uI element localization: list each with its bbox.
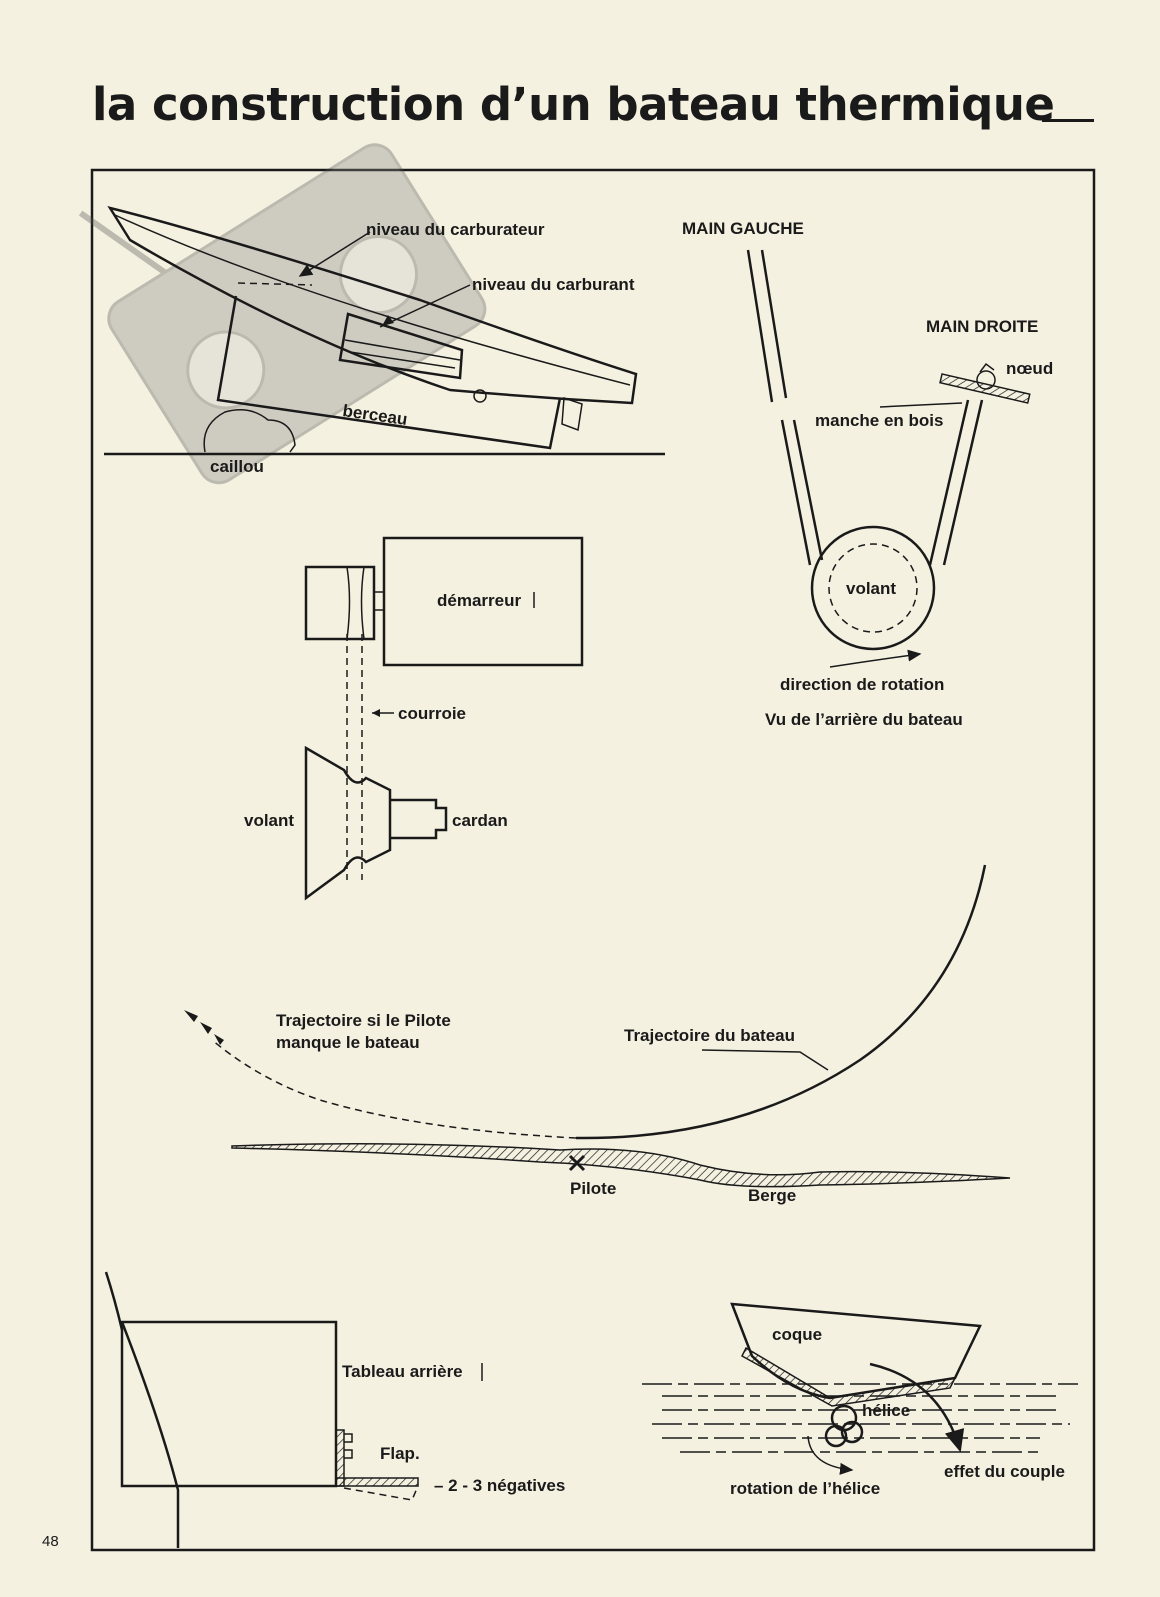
label-coque: coque [772, 1325, 822, 1344]
cradle-frame [216, 295, 562, 450]
label-demarreur: démarreur [437, 591, 521, 610]
cardan-shaft [390, 798, 448, 840]
missed-trajectory-curve [211, 1039, 577, 1139]
label-courroie: courroie [398, 704, 466, 723]
water-lines [642, 1383, 1078, 1453]
label-caillou: caillou [210, 457, 264, 476]
pilot-mark [568, 1154, 586, 1172]
label-noeud: nœud [1006, 359, 1053, 378]
rock [203, 409, 296, 453]
label-berceau: berceau [341, 401, 408, 429]
boat-cradle-diagram: niveau du carburateur niveau du carburan… [104, 206, 665, 476]
label-cardan: cardan [452, 811, 508, 830]
boat-hull [107, 206, 638, 405]
page-title: la construction d’un bateau thermique [92, 78, 1055, 131]
label-pilote: Pilote [570, 1179, 616, 1198]
flywheel-circle [810, 525, 936, 651]
label-helice: hélice [862, 1401, 910, 1420]
shore-bank [231, 1143, 1011, 1188]
hand-start-diagram: MAIN GAUCHE MAIN DROITE nœud manche en b… [682, 219, 1053, 729]
watermark-logo [78, 143, 487, 485]
label-negatives: – 2 - 3 négatives [434, 1476, 565, 1495]
trajectory-diagram: Trajectoire si le Pilote manque le batea… [184, 864, 1011, 1205]
page-frame [90, 168, 1096, 1552]
page-number: 48 [42, 1533, 59, 1550]
starter-belt-diagram: démarreur courroie volant cardan [244, 536, 584, 901]
label-traj-pilote-1: Trajectoire si le Pilote [276, 1011, 451, 1030]
transom-box [120, 1320, 338, 1488]
fuel-tank [338, 312, 464, 380]
label-traj-bateau: Trajectoire du bateau [624, 1026, 795, 1045]
label-traj-pilote-2: manque le bateau [276, 1033, 420, 1052]
flywheel-profile [304, 745, 392, 901]
label-vu-arriere: Vu de l’arrière du bateau [765, 710, 963, 729]
transom-flap-diagram: Tableau arrière Flap. – 2 - 3 négatives [104, 1271, 565, 1548]
flap-plate [335, 1477, 419, 1487]
label-niveau-carburateur: niveau du carburateur [366, 220, 545, 239]
label-effet-couple: effet du couple [944, 1462, 1065, 1481]
label-flap: Flap. [380, 1444, 420, 1463]
hull-side-curve [120, 1321, 180, 1548]
label-tableau-arriere: Tableau arrière [342, 1362, 463, 1381]
label-main-gauche: MAIN GAUCHE [682, 219, 804, 238]
boat-trajectory-curve [575, 864, 987, 1140]
label-main-droite: MAIN DROITE [926, 317, 1038, 336]
label-berge: Berge [748, 1186, 796, 1205]
label-niveau-carburant: niveau du carburant [472, 275, 635, 294]
label-volant-top: volant [846, 579, 896, 598]
title-rule [1042, 119, 1094, 122]
label-manche-en-bois: manche en bois [815, 411, 943, 430]
label-direction-rotation: direction de rotation [780, 675, 944, 694]
label-rotation-helice: rotation de l’hélice [730, 1479, 880, 1498]
label-volant-left: volant [244, 811, 294, 830]
propeller-torque-diagram: coque hélice rotation de l’hélice effet … [642, 1302, 1078, 1498]
